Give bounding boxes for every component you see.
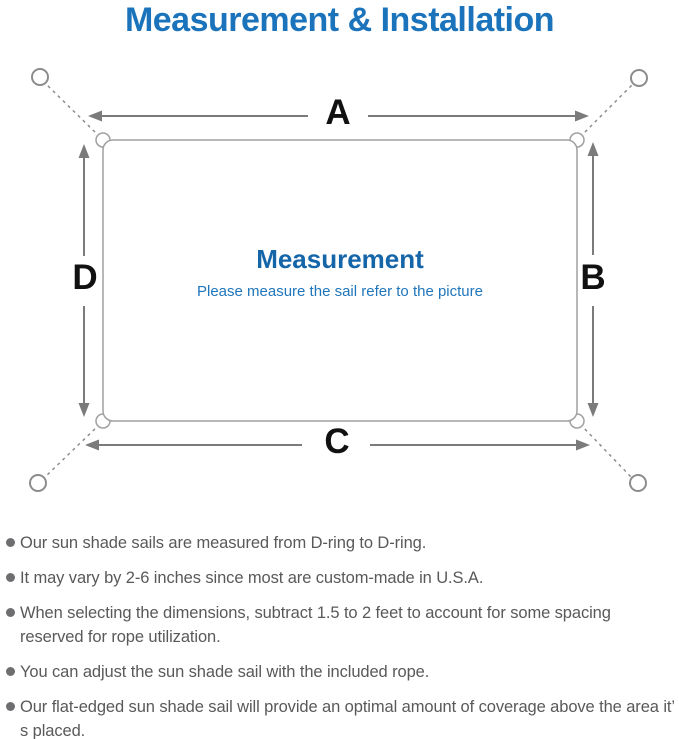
diagram-subtitle: Please measure the sail refer to the pic… [197, 283, 483, 300]
arrowhead-b-bottom [587, 403, 599, 417]
anchor-ring-bottom-left [29, 474, 47, 492]
note-text: Our flat-edged sun shade sail will provi… [20, 698, 675, 739]
note-item: It may vary by 2-6 inches since most are… [6, 566, 675, 590]
note-item: You can adjust the sun shade sail with t… [6, 660, 675, 684]
note-item: Our sun shade sails are measured from D-… [6, 531, 675, 555]
note-text: When selecting the dimensions, subtract … [20, 604, 611, 646]
dimension-label-a: A [325, 93, 351, 132]
anchor-ring-top-left [31, 68, 49, 86]
note-text: It may vary by 2-6 inches since most are… [20, 569, 484, 587]
sail-outline [102, 139, 578, 422]
arrowhead-c-left [85, 439, 99, 451]
page-title: Measurement & Installation [124, 1, 555, 39]
arrowhead-a-right [575, 110, 589, 122]
note-item: Our flat-edged sun shade sail will provi… [6, 695, 675, 739]
dimension-label-b: B [580, 258, 606, 297]
note-text: You can adjust the sun shade sail with t… [20, 663, 430, 681]
note-item: When selecting the dimensions, subtract … [6, 601, 675, 649]
note-text: Our sun shade sails are measured from D-… [20, 534, 427, 552]
guy-line-bottom-left [43, 423, 101, 479]
anchor-ring-top-right [630, 69, 648, 87]
guy-line-top-left [45, 83, 101, 138]
arrowhead-a-left [88, 110, 102, 122]
notes-list: Our sun shade sails are measured from D-… [0, 531, 679, 739]
arrowhead-c-right [576, 439, 590, 451]
arrowhead-d-bottom [78, 403, 90, 417]
diagram-heading: Measurement [256, 244, 424, 274]
guy-line-top-right [579, 83, 634, 138]
guy-line-bottom-right [579, 423, 633, 479]
arrowhead-b-top [587, 142, 599, 156]
dimension-label-d: D [72, 258, 98, 297]
anchor-ring-bottom-right [629, 474, 647, 492]
arrowhead-d-top [78, 144, 90, 158]
dimension-label-c: C [324, 422, 350, 461]
diagram-center-text: Measurement Please measure the sail refe… [103, 244, 577, 300]
